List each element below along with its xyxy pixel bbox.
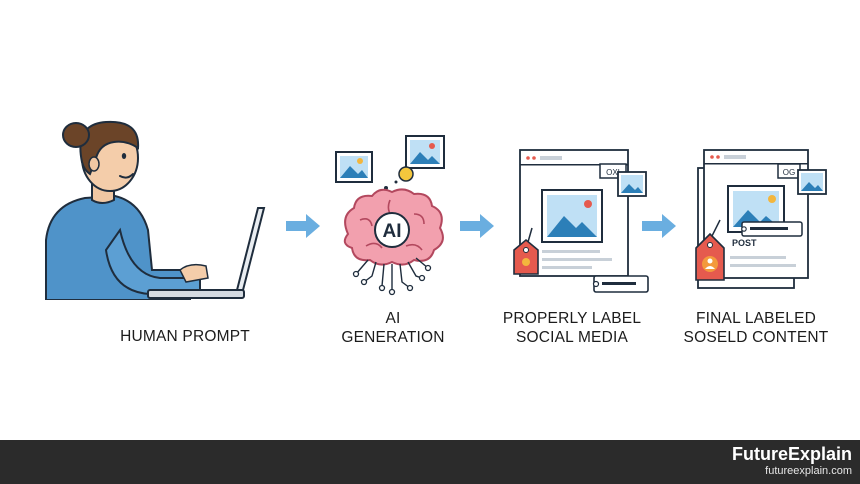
final-mini-tag-text: OG (783, 168, 795, 177)
step-label-4-line2: SOSELD CONTENT (683, 329, 829, 346)
step-label-2-line1: AI (385, 310, 401, 327)
flow-arrow-2 (460, 214, 494, 238)
post-tag-text: POST (732, 238, 757, 248)
brand-url: futureexplain.com (765, 465, 852, 477)
ai-badge-text: AI (383, 221, 402, 242)
circuit-node (378, 284, 386, 292)
circuit-node (424, 264, 432, 272)
verified-user-icon (702, 256, 718, 272)
person-laptop-illustration (45, 120, 266, 300)
step-label-1-line1: HUMAN PROMPT (120, 328, 250, 345)
flow-arrow-1 (286, 214, 320, 238)
sparkle-dot (398, 166, 414, 182)
laptop-base (147, 289, 245, 299)
label-tag (513, 238, 539, 275)
circuit-node (406, 284, 414, 292)
footer-bar: FutureExplain futureexplain.com (0, 440, 860, 484)
social-post-illustration: OXI (513, 149, 649, 293)
ai-badge (374, 212, 410, 248)
brand-name: FutureExplain (731, 444, 852, 464)
person-eye (121, 153, 127, 159)
ai-brain-illustration: AI (335, 135, 445, 296)
diagram-canvas: AI (45, 120, 836, 347)
step-label-2: AI GENERATION (318, 309, 468, 347)
sparkle-dot (394, 180, 398, 184)
circuit-node (388, 288, 396, 296)
step-label-3-line1: PROPERLY LABEL (502, 310, 642, 327)
step-label-3: PROPERLY LABEL SOCIAL MEDIA (492, 309, 652, 347)
flow-arrow-3 (642, 214, 676, 238)
person-hair-bun (62, 122, 90, 148)
laptop-screen (234, 207, 266, 295)
step-label-3-line2: SOCIAL MEDIA (515, 329, 629, 346)
step-label-2-line2: GENERATION (341, 329, 445, 346)
circuit-node (360, 278, 368, 286)
mini-tag-text: OXI (606, 168, 620, 177)
generated-image-icon-left (335, 151, 373, 183)
circuit-node (418, 274, 426, 282)
brain-folds (359, 199, 425, 251)
step-label-1: HUMAN PROMPT (100, 327, 270, 346)
circuit-node (352, 270, 360, 278)
footer-brand: FutureExplain futureexplain.com (732, 443, 852, 478)
final-content-illustration: POST OG (695, 149, 827, 289)
person-ear (88, 156, 100, 172)
person-hand (179, 263, 209, 283)
generated-image-icon-right (405, 135, 445, 169)
step-label-4: FINAL LABELED SOSELD CONTENT (676, 309, 836, 347)
step-label-4-line1: FINAL LABELED (695, 310, 817, 327)
person-smile (119, 173, 134, 179)
